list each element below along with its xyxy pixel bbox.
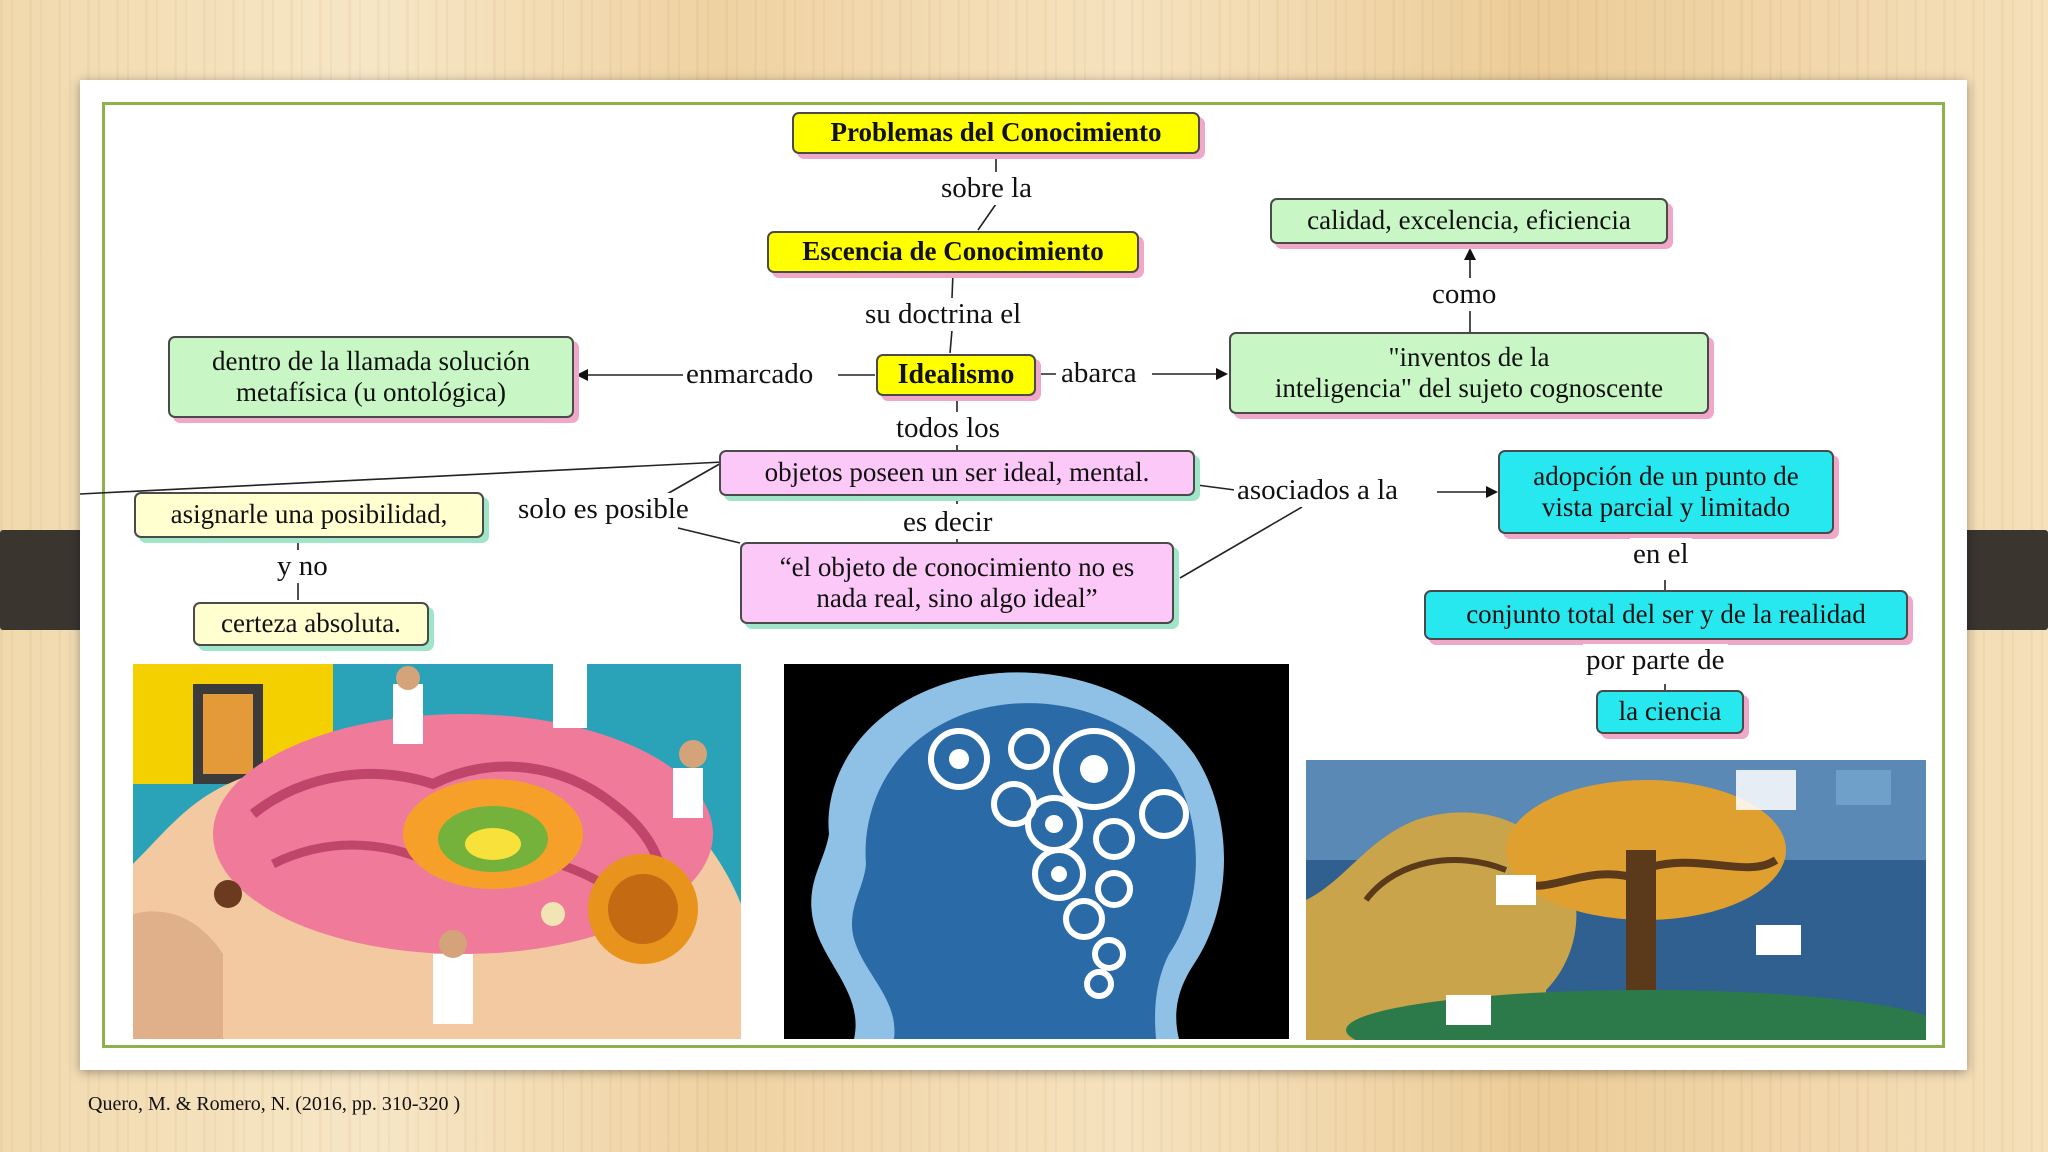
node-inventos-inteligencia: "inventos de la inteligencia" del sujeto… <box>1229 332 1709 414</box>
node-objeto-line1: “el objeto de conocimiento no es <box>779 551 1135 582</box>
link-solo-objeto <box>677 527 741 544</box>
slide-citation: Quero, M. & Romero, N. (2016, pp. 310-32… <box>88 1093 461 1115</box>
node-problemas-del-conocimiento: Problemas del Conocimiento <box>792 112 1200 154</box>
link-label-es-decir: es decir <box>900 506 996 539</box>
node-conjunto-total: conjunto total del ser y de la realidad <box>1424 590 1908 640</box>
link-label-asociados-a-la: asociados a la <box>1234 474 1402 507</box>
link-objetos-solo-2 <box>666 461 724 495</box>
link-doctrina-idealismo <box>949 329 953 354</box>
link-label-su-doctrina: su doctrina el <box>862 298 1025 331</box>
node-asignarle-posibilidad: asignarle una posibilidad, <box>134 492 484 538</box>
link-label-abarca: abarca <box>1058 357 1140 390</box>
link-objetos-solo <box>79 461 724 495</box>
link-label-y-no: y no <box>274 550 331 583</box>
link-label-enmarcado: enmarcado <box>683 358 817 391</box>
node-adopcion-line1: adopción de un punto de <box>1533 460 1799 491</box>
node-adopcion-line2: vista parcial y limitado <box>1541 492 1791 522</box>
head-gears-illustration <box>784 664 1289 1039</box>
node-objetos-ser-ideal: objetos poseen un ser ideal, mental. <box>719 450 1195 496</box>
node-solucion-line2: metafísica (u ontológica) <box>236 377 506 407</box>
node-la-ciencia: la ciencia <box>1596 690 1744 734</box>
node-solucion-line1: dentro de la llamada solución <box>212 345 530 376</box>
link-label-como: como <box>1429 278 1500 311</box>
node-inventos-line2: inteligencia" del sujeto cognoscente <box>1274 373 1664 403</box>
brain-workers-drawing <box>133 664 741 1039</box>
puzzle-tree-head-painting <box>1306 760 1926 1040</box>
link-label-todos-los: todos los <box>893 412 1003 445</box>
node-calidad-excelencia: calidad, excelencia, eficiencia <box>1270 198 1668 244</box>
node-idealismo: Idealismo <box>876 354 1036 396</box>
link-label-solo-es-posible: solo es posible <box>515 493 692 526</box>
link-label-sobre-la: sobre la <box>938 172 1035 205</box>
node-adopcion-punto-vista: adopción de un punto de vista parcial y … <box>1498 450 1834 534</box>
slide-frame <box>102 102 1945 1048</box>
node-objeto-line2: nada real, sino algo ideal” <box>816 583 1098 613</box>
head-gears-drawing <box>784 664 1289 1039</box>
link-label-en-el: en el <box>1630 538 1692 571</box>
puzzle-drawing <box>1306 760 1926 1040</box>
node-objeto-conocimiento: “el objeto de conocimiento no es nada re… <box>740 542 1174 624</box>
brain-workers-illustration <box>133 664 741 1039</box>
node-certeza-absoluta: certeza absoluta. <box>193 602 429 646</box>
node-solucion-metafisica: dentro de la llamada solución metafísica… <box>168 336 574 418</box>
node-escencia-de-conocimiento: Escencia de Conocimiento <box>767 231 1139 273</box>
link-label-por-parte-de: por parte de <box>1583 644 1728 677</box>
node-inventos-line1: "inventos de la <box>1388 341 1550 372</box>
link-sobre-escencia <box>977 203 997 231</box>
link-objeto-asociados <box>1179 506 1303 579</box>
slide-card: Problemas del Conocimiento Escencia de C… <box>79 80 1967 1070</box>
link-objetos-asociados <box>1196 484 1236 491</box>
link-escencia-doctrina <box>951 271 954 299</box>
